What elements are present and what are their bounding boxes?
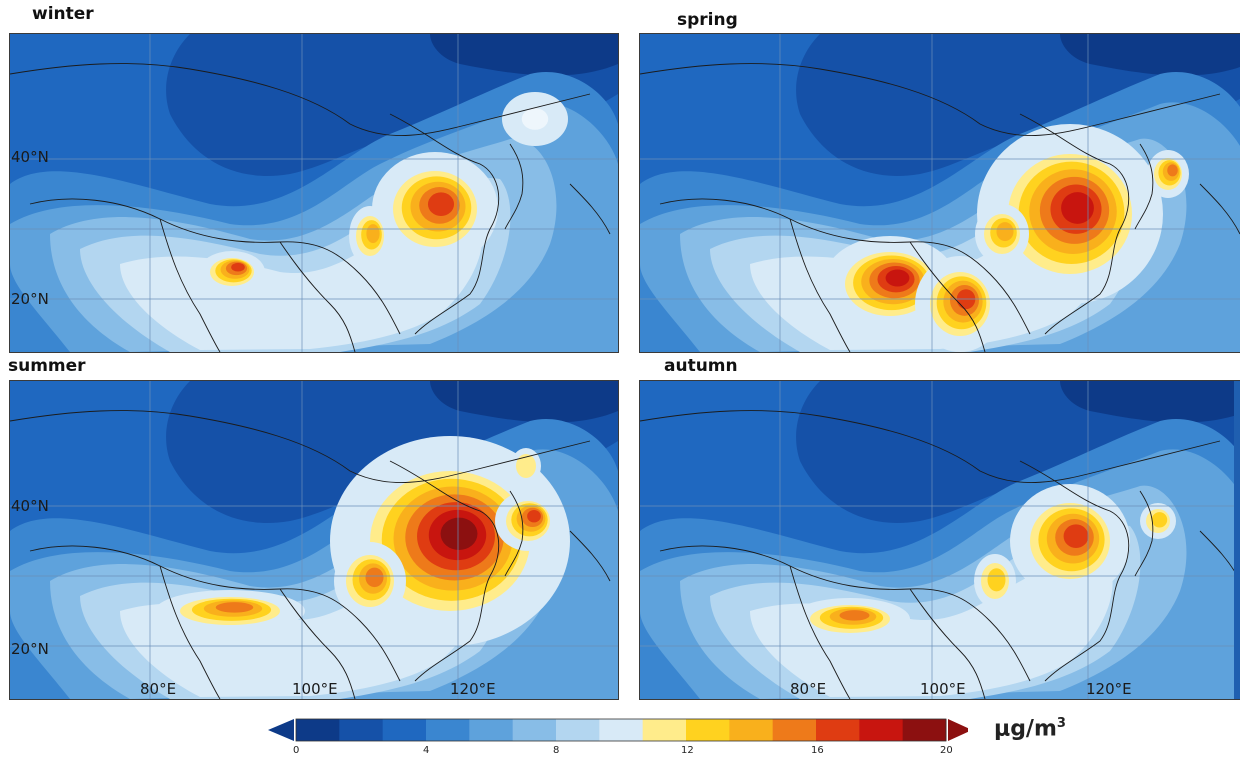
lon-label-120e-summer: 120°E [450,680,496,698]
map-panel-summer [9,380,619,700]
map-panel-autumn [639,380,1240,700]
colorbar-segment [382,719,427,741]
border-line [279,588,356,699]
border-line [909,588,986,699]
border-line [10,63,591,136]
colorbar-tick-12: 12 [681,745,694,756]
hotspot-contour [365,567,384,588]
colorbar-segment [599,719,644,741]
border-line [389,113,500,335]
border-line [159,218,221,352]
colorbar-tick-4: 4 [423,745,430,756]
border-line [29,545,401,682]
hotspot-contour [366,224,380,244]
hotspot-contour [885,269,910,287]
low-concentration-region [430,381,618,423]
colorbar-segment [686,719,730,741]
panel-title-summer: summer [8,356,86,376]
border-line [569,530,611,582]
hotspot-contour [1063,524,1089,548]
colorbar-segment [469,719,514,741]
hotspot-contour [516,454,536,478]
lat-label-20n-winter: 20°N [11,290,49,308]
colorbar-segment [296,719,340,741]
colorbar-tick-8: 8 [553,745,560,756]
low-concentration-region [430,34,618,76]
hotspot-contour [440,517,478,550]
border-line [29,198,401,335]
border-line [504,143,524,230]
border-line [659,198,1031,335]
panel-title-autumn: autumn [664,356,738,376]
border-line [279,241,356,352]
map-spring [640,34,1240,352]
border-line [159,565,221,699]
colorbar-segment [729,719,774,741]
lon-label-80e-summer: 80°E [140,680,177,698]
border-line [10,410,591,483]
panel-title-spring: spring [677,10,738,30]
border-line [1199,183,1240,235]
lon-label-100e-summer: 100°E [292,680,338,698]
colorbar-segment [556,719,600,741]
map-summer [10,381,618,699]
hotspot-contour [1061,192,1094,224]
lon-label-100e-autumn: 100°E [920,680,966,698]
low-concentration-region [1060,34,1240,76]
border-line [789,565,851,699]
hotspot-contour [215,602,254,613]
hotspot-contour [1151,512,1168,528]
map-winter [10,34,618,352]
colorbar-segment [772,719,817,741]
lat-label-40n-winter: 40°N [11,148,49,166]
hotspot-contour [231,262,245,272]
hotspot-contour [1167,164,1178,177]
border-line [1019,113,1130,335]
border-line [504,490,524,577]
border-line [1134,490,1154,577]
lat-label-20n-summer: 20°N [11,640,49,658]
colorbar-tick-0: 0 [293,745,300,756]
concentration-contour [750,560,1113,697]
lon-label-120e-autumn: 120°E [1086,680,1132,698]
colorbar-tick-16: 16 [811,745,824,756]
colorbar [268,718,968,742]
colorbar-arrow-min [268,719,294,741]
panel-title-winter: winter [32,4,94,24]
colorbar-unit: μg/m3 [994,716,1066,742]
border-line [1199,530,1234,572]
colorbar-tick-20: 20 [940,745,953,756]
colorbar-segment [426,719,470,741]
border-line [659,545,1031,682]
colorbar-segment [642,719,687,741]
colorbar-segment [902,719,947,741]
border-line [1019,460,1130,682]
lat-label-40n-summer: 40°N [11,497,49,515]
map-autumn [640,381,1234,699]
hotspot-contour [987,568,1006,592]
colorbar-segment [339,719,384,741]
hotspot-contour [527,509,541,523]
colorbar-border [295,718,947,742]
colorbar-arrow-max [948,719,968,741]
border-line [789,218,851,352]
colorbar-segment [816,719,860,741]
border-line [569,183,611,235]
map-panel-winter [9,33,619,353]
border-line [1134,143,1154,230]
map-panel-spring [639,33,1240,353]
hotspot-contour [839,610,870,621]
border-line [909,241,986,352]
hotspot-contour [427,192,455,216]
low-concentration-region [1060,381,1234,423]
hotspot-contour [521,108,549,130]
colorbar-segment [512,719,557,741]
border-line [640,410,1221,483]
colorbar-segment [859,719,904,741]
lon-label-80e-autumn: 80°E [790,680,827,698]
hotspot-contour [996,222,1014,242]
border-line [389,460,500,682]
border-line [640,63,1221,136]
